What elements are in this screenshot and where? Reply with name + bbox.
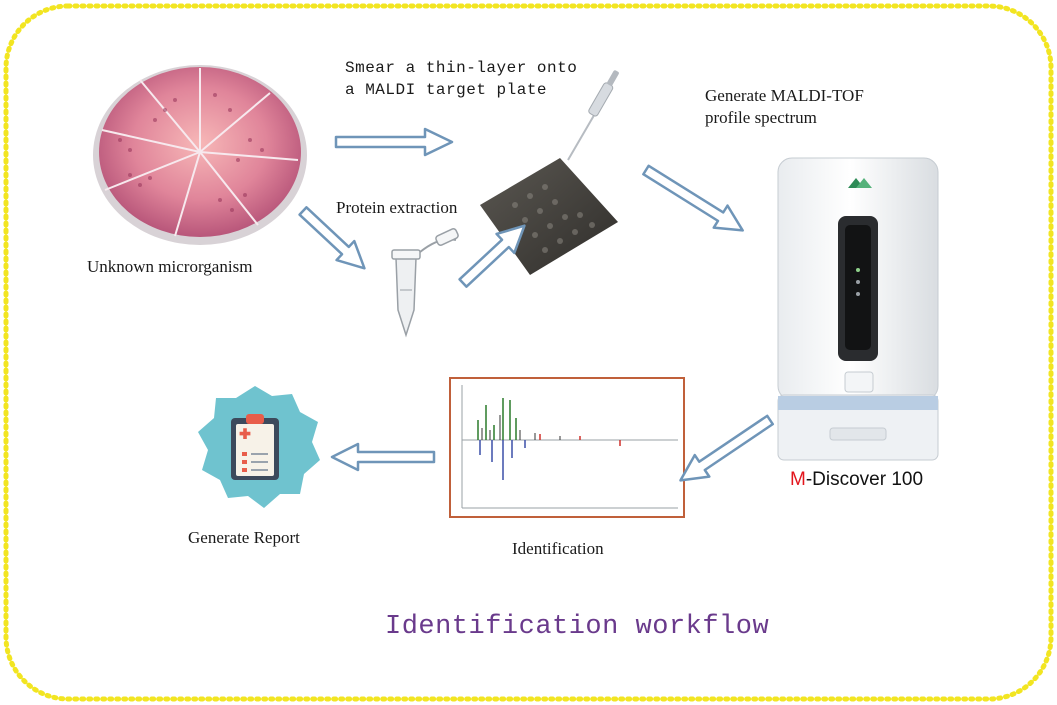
arrow-dish-to-tube (298, 206, 366, 270)
microcentrifuge-tube-icon (391, 228, 459, 338)
device-name-rest: -Discover 100 (805, 469, 924, 490)
mass-spectrometer-icon (777, 157, 939, 461)
arrow-plate-to-instrument (642, 164, 744, 232)
generate-spectrum-label-line1: Generate MALDI-TOF (705, 86, 864, 105)
diagram-title: Identification workflow (385, 612, 770, 642)
arrow-instrument-to-spectrum (679, 414, 775, 482)
arrow-dish-to-plate (334, 127, 454, 157)
identification-label: Identification (512, 539, 604, 558)
workflow-arrows (298, 127, 775, 482)
maldi-target-plate-icon (480, 158, 618, 275)
pipette-icon (567, 70, 619, 161)
generate-spectrum-label-line2: profile spectrum (705, 108, 817, 127)
petri-dish-icon (93, 65, 307, 245)
device-name-label: M-Discover 100 (790, 469, 923, 491)
arrow-tube-to-plate (458, 224, 526, 288)
protein-extraction-label: Protein extraction (336, 198, 458, 217)
clipboard-report-icon (198, 386, 320, 508)
arrow-spectrum-to-report (330, 442, 436, 472)
generate-report-label: Generate Report (188, 528, 300, 547)
device-name-prefix: M (790, 469, 806, 490)
mass-spectrum-chart-icon (449, 377, 685, 518)
smear-label-line1: Smear a thin-layer onto (345, 59, 578, 77)
dotted-border (3, 3, 1054, 702)
smear-label-line2: a MALDI target plate (345, 81, 548, 99)
unknown-microorganism-label: Unknown microrganism (87, 257, 253, 276)
